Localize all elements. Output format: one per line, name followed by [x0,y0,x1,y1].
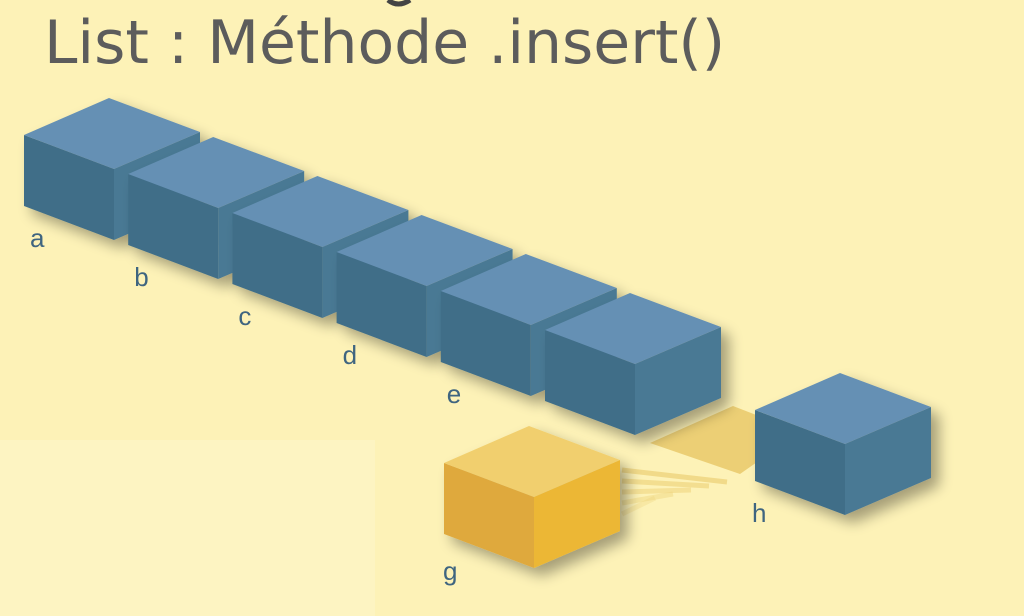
page-title: List : Méthode .insert() [44,8,726,78]
list-label-c: c [238,301,251,331]
motion-stripe [621,467,728,485]
list-label-b: b [134,262,148,292]
list-label-a: a [30,223,45,253]
motion-stripe [620,495,657,517]
inserted-cube-g [444,426,620,568]
motion-stripe [621,478,710,489]
motion-stripe [621,487,692,495]
background-panel [0,440,375,616]
cropped-glyph [386,0,412,7]
list-label-h: h [752,498,766,528]
list-label-e: e [447,379,461,409]
inserted-label-g: g [443,556,457,586]
list-cube-h [755,373,931,515]
motion-stripe [621,491,674,506]
list-label-d: d [343,340,357,370]
list-cube-f [545,293,721,435]
insert-motion-stripes [620,467,728,517]
